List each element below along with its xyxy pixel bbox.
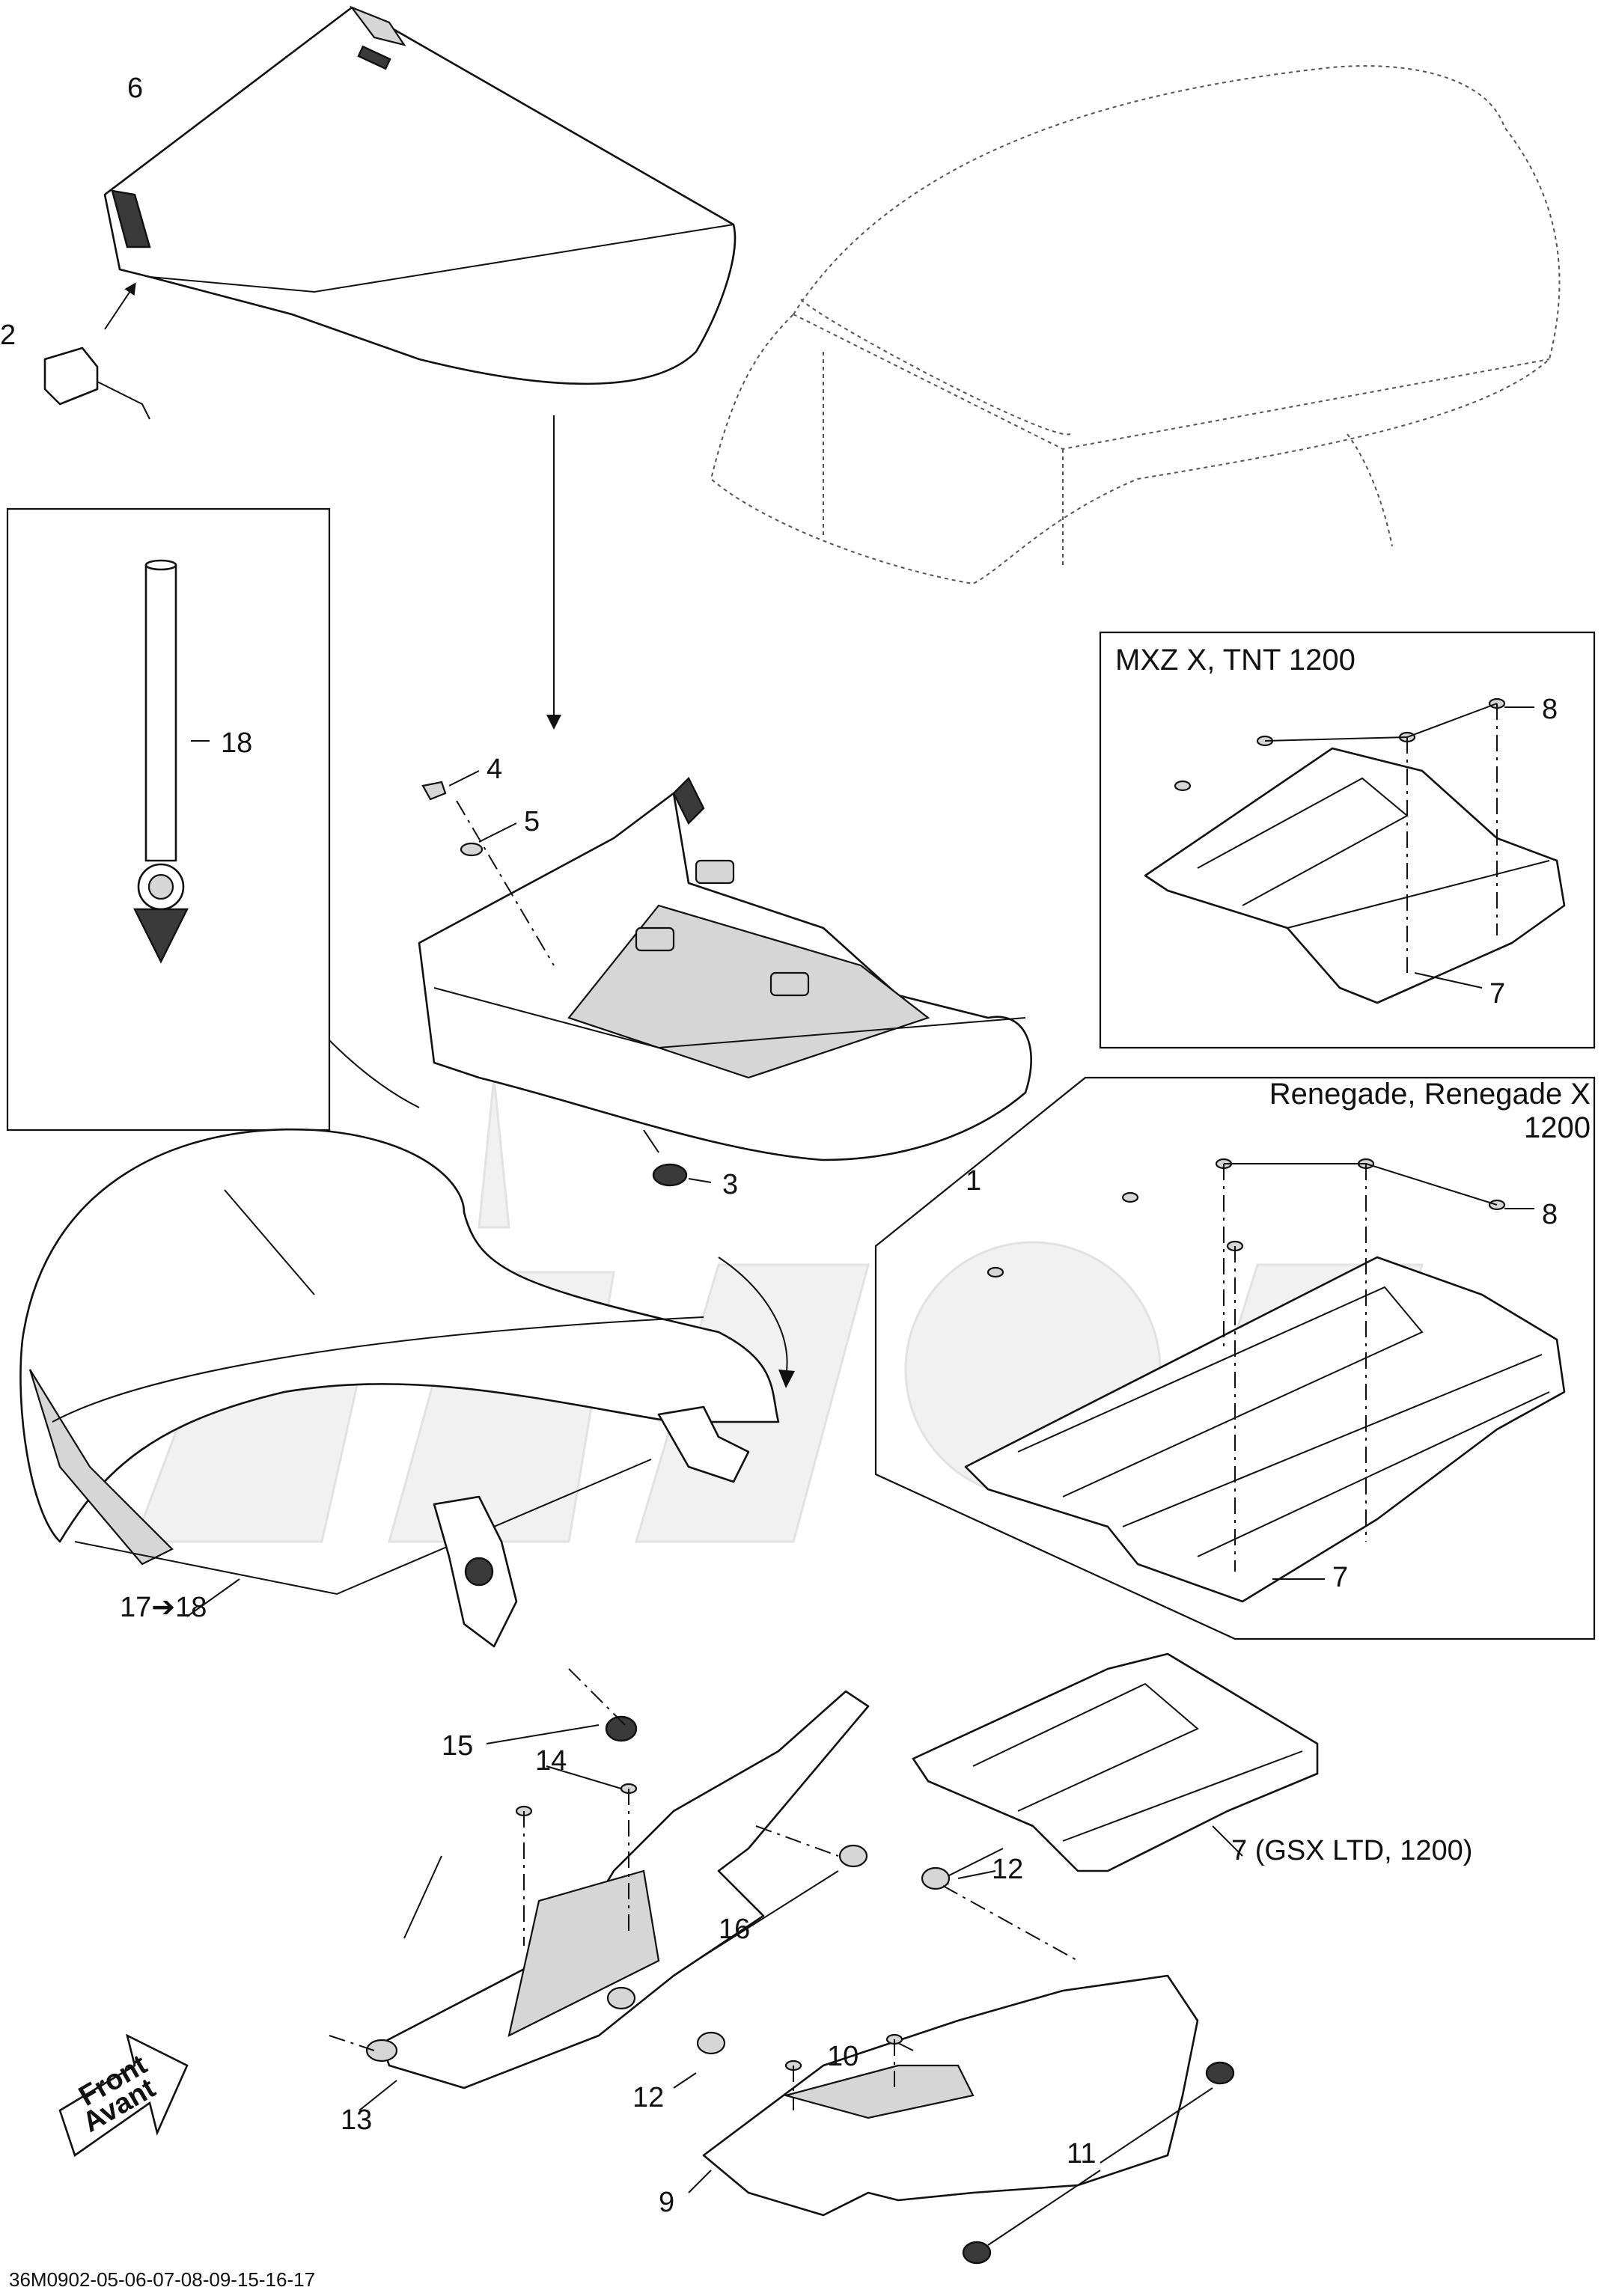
- callout-7-mxz: 7: [1489, 978, 1505, 1010]
- callout-12-upper: 12: [992, 1854, 1023, 1885]
- callout-7-renegade: 7: [1332, 1562, 1348, 1593]
- callout-8-renegade: 8: [1542, 1199, 1558, 1230]
- callout-7-gsx: 7 (GSX LTD, 1200): [1231, 1835, 1472, 1866]
- strap-box: [6, 507, 420, 1132]
- console-part-1: [418, 776, 1032, 1161]
- callout-18: 18: [221, 727, 252, 759]
- callout-9: 9: [659, 2187, 674, 2218]
- grommet-part-3: [643, 1129, 712, 1187]
- windshield-part-6: [103, 5, 737, 385]
- mxz-box-title: MXZ X, TNT 1200: [1115, 644, 1356, 677]
- tunnel-protector-gsx-part-7: [912, 1652, 1319, 1886]
- callout-6: 6: [127, 73, 143, 104]
- callout-2: 2: [0, 320, 16, 351]
- callout-8-mxz: 8: [1542, 694, 1558, 725]
- seat-outline: [710, 65, 1561, 585]
- washer-part-5: [456, 800, 555, 966]
- callout-10: 10: [827, 2041, 859, 2072]
- document-id: 36M0902-05-06-07-08-09-15-16-17: [9, 2268, 315, 2291]
- callout-11: 11: [1067, 2138, 1096, 2170]
- callout-3: 3: [722, 1169, 738, 1200]
- renegade-box: [874, 1076, 1596, 1640]
- callout-17: 17➔18: [120, 1592, 207, 1623]
- callout-15: 15: [442, 1730, 473, 1762]
- callout-5: 5: [524, 806, 540, 837]
- callout-16: 16: [719, 1914, 750, 1945]
- screw-part-4: [421, 770, 480, 801]
- renegade-box-title-line1: Renegade, Renegade X: [1269, 1078, 1591, 1111]
- fuel-tank-part-17: [19, 1128, 795, 1648]
- callout-13: 13: [341, 2104, 372, 2136]
- renegade-box-title-line2: 1200: [1524, 1111, 1591, 1144]
- assembly-arrow: [546, 415, 561, 730]
- side-panel-part-13: [329, 1668, 870, 2111]
- front-direction-badge: Front Avant: [58, 2033, 189, 2158]
- mxz-box: [1099, 631, 1596, 1049]
- side-panel-part-9: [673, 1866, 1235, 2265]
- callout-4: 4: [487, 754, 502, 785]
- windshield-clip-part-2: [43, 282, 150, 420]
- callout-12-lower: 12: [632, 2082, 664, 2113]
- callout-1: 1: [966, 1165, 981, 1197]
- callout-14: 14: [535, 1745, 567, 1777]
